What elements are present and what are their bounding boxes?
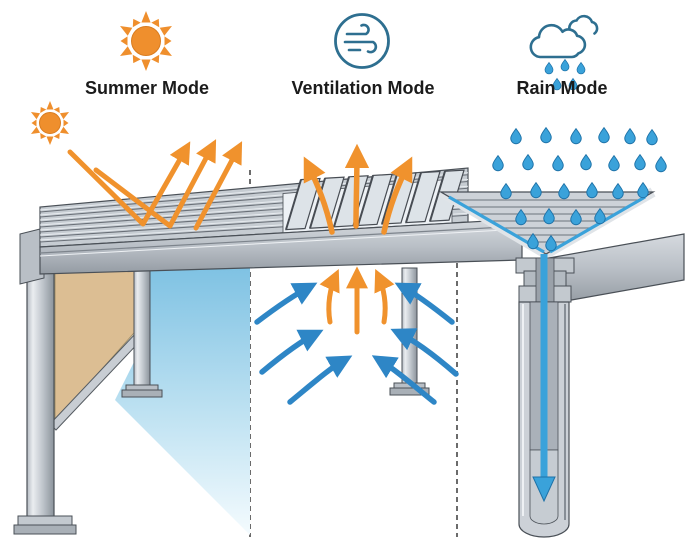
rain-drop — [500, 183, 512, 200]
rain-mode-label: Rain Mode — [516, 78, 607, 98]
rain-drop — [580, 154, 592, 171]
ventilation-arrows-top — [303, 143, 413, 235]
mode-headers: Summer Mode Ventilation Mode Rain Mode — [85, 11, 608, 98]
reflected-ray-1 — [67, 141, 191, 227]
fascia-highlight — [39, 228, 523, 257]
ventilation-arrows-cool — [254, 282, 459, 405]
cool-air-left-2 — [259, 329, 324, 375]
rain-drop — [624, 128, 636, 145]
drain-arrowhead — [532, 476, 556, 503]
sun-core — [131, 26, 161, 56]
sun-glyph — [120, 11, 172, 71]
cool-air-right-2 — [390, 328, 459, 377]
sun-ray — [132, 54, 141, 64]
mode-ventilation: Ventilation Mode — [291, 13, 435, 98]
sun-ray — [63, 119, 69, 127]
sun-icon — [120, 11, 172, 71]
sun-ray — [53, 106, 60, 114]
warm-air-up-right — [381, 156, 413, 235]
rain-drop — [558, 183, 570, 200]
rain-drop — [608, 155, 620, 172]
ventilation-arrows-warm — [319, 266, 395, 335]
cool-air-right-3 — [371, 355, 437, 405]
warm-air-up-left — [303, 156, 335, 235]
rain-drop — [492, 155, 504, 172]
summer-sun-rays — [67, 139, 243, 231]
sun-ray — [31, 119, 37, 127]
rain-drop — [560, 59, 570, 72]
cool-air-left-1 — [254, 282, 318, 325]
sun-glyph — [30, 101, 70, 145]
louver-blade-edge — [285, 179, 302, 230]
sun-ray — [30, 126, 41, 134]
sun-ray — [159, 46, 172, 56]
mode-summer: Summer Mode — [85, 11, 209, 98]
rear-left-post — [121, 267, 163, 398]
warm-rise-left — [319, 269, 340, 325]
warm-air-up-center — [344, 143, 370, 229]
rain-drop — [570, 128, 582, 145]
rain-drop — [598, 127, 610, 144]
sun-icon-small — [30, 101, 70, 145]
sun-ray — [46, 101, 54, 110]
louver-blade-edge — [429, 170, 446, 222]
louver-blade-edge — [333, 176, 350, 228]
sun-ray — [132, 18, 141, 28]
sun-ray — [141, 59, 151, 71]
sun-ray — [151, 54, 160, 64]
gutter-water-right — [549, 195, 646, 254]
sun-ray — [120, 36, 128, 46]
sun-ray — [40, 132, 47, 140]
cool-air-left-3 — [287, 355, 353, 405]
sun-ray — [164, 36, 172, 46]
rain-drop — [544, 62, 554, 75]
louver-blade-edge — [405, 172, 422, 223]
sun-ray — [30, 112, 41, 120]
rain-drop — [510, 128, 522, 145]
rain-drop — [637, 182, 649, 199]
ventilation-mode-label: Ventilation Mode — [291, 78, 434, 98]
rain-drop — [586, 182, 598, 199]
sun-ray — [46, 136, 54, 145]
reflected-ray-2 — [93, 139, 217, 229]
sun-ray — [159, 26, 172, 36]
sun-ray — [120, 46, 133, 56]
warm-rise-right — [374, 269, 395, 325]
rain-drop — [646, 129, 658, 146]
mode-rain: Rain Mode — [516, 14, 608, 98]
sun-ray — [53, 132, 60, 140]
wind-icon — [334, 13, 390, 69]
sun-ray — [40, 106, 47, 114]
louver-blade-edge — [309, 177, 326, 229]
reflected-ray-3 — [193, 141, 243, 231]
summer-mode-label: Summer Mode — [85, 78, 209, 98]
louver-blade-edge — [357, 175, 374, 226]
rain-drop — [540, 127, 552, 144]
sun-ray — [151, 18, 160, 28]
rain-drop — [552, 155, 564, 172]
sun-core — [39, 112, 61, 134]
rain-cloud-icon — [529, 14, 599, 91]
rain-drop — [634, 154, 646, 171]
sun-ray — [59, 112, 70, 120]
pergola-structure — [13, 167, 685, 538]
rain-drop — [530, 182, 542, 199]
roof-left-cap — [19, 227, 45, 285]
sun-ray — [59, 126, 70, 134]
fascia-groove — [39, 225, 523, 254]
rain-drop — [612, 183, 624, 200]
rain-drop — [576, 62, 586, 75]
sun-ray — [141, 11, 151, 23]
sun-ray — [120, 26, 133, 36]
rain-drop — [655, 156, 667, 173]
rain-drop — [522, 154, 534, 171]
cool-air-right-1 — [394, 282, 455, 325]
